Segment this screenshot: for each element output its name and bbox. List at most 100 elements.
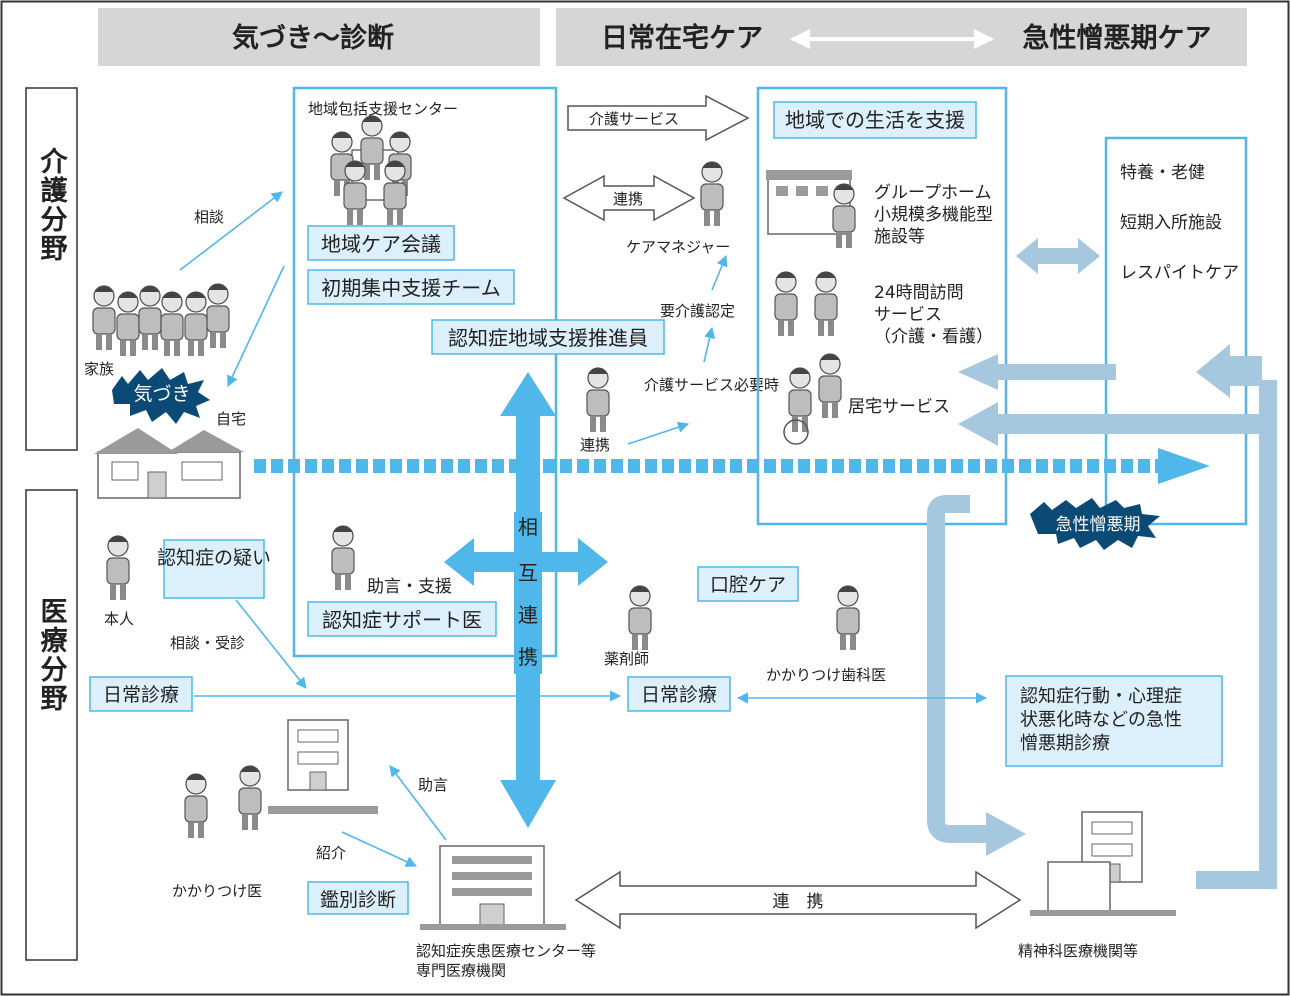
- community-facility-double-arrow: [1016, 238, 1100, 274]
- consult-visit-arrow: [235, 599, 307, 689]
- mutual-char-4: 携: [518, 645, 538, 669]
- daily-care-box-1: [89, 676, 193, 712]
- meeting-box: [307, 225, 455, 261]
- house-illustration: [94, 428, 244, 499]
- facility-item-3: レスパイトケア: [1120, 263, 1239, 283]
- community-home-service: 居宅サービス: [848, 397, 950, 417]
- facility-item-1: 特養・老健: [1120, 163, 1205, 183]
- header-bar-awareness: [98, 8, 540, 66]
- care-renkei-arrow: 連携: [613, 190, 643, 208]
- awareness-burst: [112, 368, 210, 424]
- center-title: 地域包括支援センター: [308, 100, 458, 118]
- return-arrow-3: [958, 402, 1268, 446]
- acute-flow-head: [986, 812, 1026, 856]
- home-house: 自宅: [216, 410, 246, 428]
- home-awareness: 気づき: [133, 383, 190, 405]
- acute-burst: [1030, 498, 1160, 550]
- care-manager-illustration: [700, 161, 724, 227]
- meeting-illustration: [330, 115, 412, 226]
- center-promoter: 認知症地域支援推進員: [448, 326, 648, 350]
- community-visit-service: 24時間訪問サービス（介護・看護）: [874, 283, 993, 347]
- community-title-box: [773, 101, 977, 139]
- support-doctor-box: [307, 601, 497, 637]
- gp-illustration: [184, 765, 262, 839]
- medical-psychiatric: 精神科医療機関等: [1018, 942, 1138, 960]
- community-region-box: [756, 86, 1008, 526]
- renkei-small-arrow: [627, 421, 690, 445]
- header-phase1: 気づき～診断: [232, 22, 394, 54]
- psychiatric-illustration: [1030, 811, 1176, 916]
- medical-renkei: 連 携: [773, 892, 824, 912]
- team-box: [307, 269, 515, 305]
- community-title: 地域での生活を支援: [785, 108, 965, 132]
- timeline-arrowhead: [1158, 448, 1210, 484]
- side-box-care: [25, 87, 78, 451]
- header-phase3: 急性憎悪期ケア: [1023, 22, 1212, 54]
- when-needed-arrow: [703, 326, 716, 363]
- mutual-char-3: 連: [518, 603, 538, 627]
- mutual-char-2: 互: [518, 561, 538, 585]
- medical-referral: 紹介: [316, 844, 346, 862]
- side-box-medical: [25, 489, 78, 961]
- acute-flow-arrow: [927, 495, 990, 843]
- visit-service-illustration: [774, 271, 838, 337]
- service-arrow: [567, 94, 750, 142]
- return-arrow-2-head: [1196, 344, 1262, 398]
- pharmacist-illustration: [628, 585, 652, 651]
- facilities-region-box: [1104, 136, 1248, 526]
- certification-arrow: [711, 254, 728, 291]
- mutual-label-bg: [514, 512, 542, 674]
- promoter-box: [431, 319, 665, 355]
- group-home-illustration: [766, 170, 856, 249]
- acute-care-box: [1005, 675, 1223, 767]
- daily-care-box-2: [627, 676, 731, 712]
- center-region-box: [292, 86, 558, 658]
- center-team: 初期集中支援チーム: [321, 276, 500, 300]
- care-certification: 要介護認定: [660, 302, 735, 320]
- side-label-medical: 医療分野: [36, 597, 68, 713]
- center-advice-support: 助言・支援: [367, 577, 452, 597]
- hospital-renkei-double-arrow: [574, 870, 1022, 930]
- medical-acute-care: 認知症行動・心理症状悪化時などの急性憎悪期診療: [1020, 686, 1182, 754]
- facility-item-2: 短期入所施設: [1120, 213, 1222, 233]
- doctor-female-illustration: [331, 525, 355, 591]
- community-group-home: グループホーム小規模多機能型施設等: [874, 183, 993, 247]
- care-when-needed: 介護サービス必要時: [644, 376, 779, 394]
- center-meeting: 地域ケア会議: [321, 232, 441, 256]
- medical-dentist: かかりつけ歯科医: [766, 666, 886, 684]
- clinic-building: [287, 719, 349, 791]
- header-phase2: 日常在宅ケア: [601, 22, 763, 54]
- consult-arrow: [179, 191, 283, 271]
- medical-pharmacist: 薬剤師: [604, 650, 649, 668]
- home-consult-visit: 相談・受診: [170, 634, 245, 652]
- clinic-base: [268, 806, 378, 814]
- side-label-care: 介護分野: [36, 147, 69, 263]
- medical-daily1: 日常診療: [103, 684, 179, 706]
- patient-illustration: [106, 535, 130, 601]
- home-consult: 相談: [194, 208, 224, 226]
- return-arrow-2: [1196, 380, 1277, 889]
- advice-arrow: [389, 765, 447, 841]
- house-arrow: [227, 265, 285, 388]
- center-hospital-illustration: [420, 845, 566, 930]
- home-service-illustration: [783, 353, 842, 445]
- medical-differential: 鑑別診断: [320, 889, 396, 911]
- care-service-arrow: 介護サービス: [589, 110, 679, 128]
- medical-advice: 助言: [418, 776, 448, 794]
- care-renkei-small: 連携: [580, 436, 610, 454]
- medical-daily2: 日常診療: [641, 684, 717, 706]
- facilities-acute: 急性憎悪期: [1056, 515, 1141, 535]
- care-manager: ケアマネジャー: [626, 238, 730, 256]
- mutual-char-1: 相: [518, 515, 538, 539]
- nurse-illustration: [586, 367, 610, 433]
- suspect-box: [163, 539, 265, 599]
- renkei-double-arrow: [562, 174, 696, 222]
- medical-gp: かかりつけ医: [172, 882, 262, 900]
- dentist-illustration: [836, 585, 860, 651]
- home-family: 家族: [84, 360, 114, 378]
- return-arrow-1: [958, 354, 1116, 390]
- medical-center-hospital: 認知症疾患医療センター等専門医療機関: [416, 942, 596, 980]
- referral-arrow: [341, 831, 418, 867]
- differential-box: [307, 881, 409, 915]
